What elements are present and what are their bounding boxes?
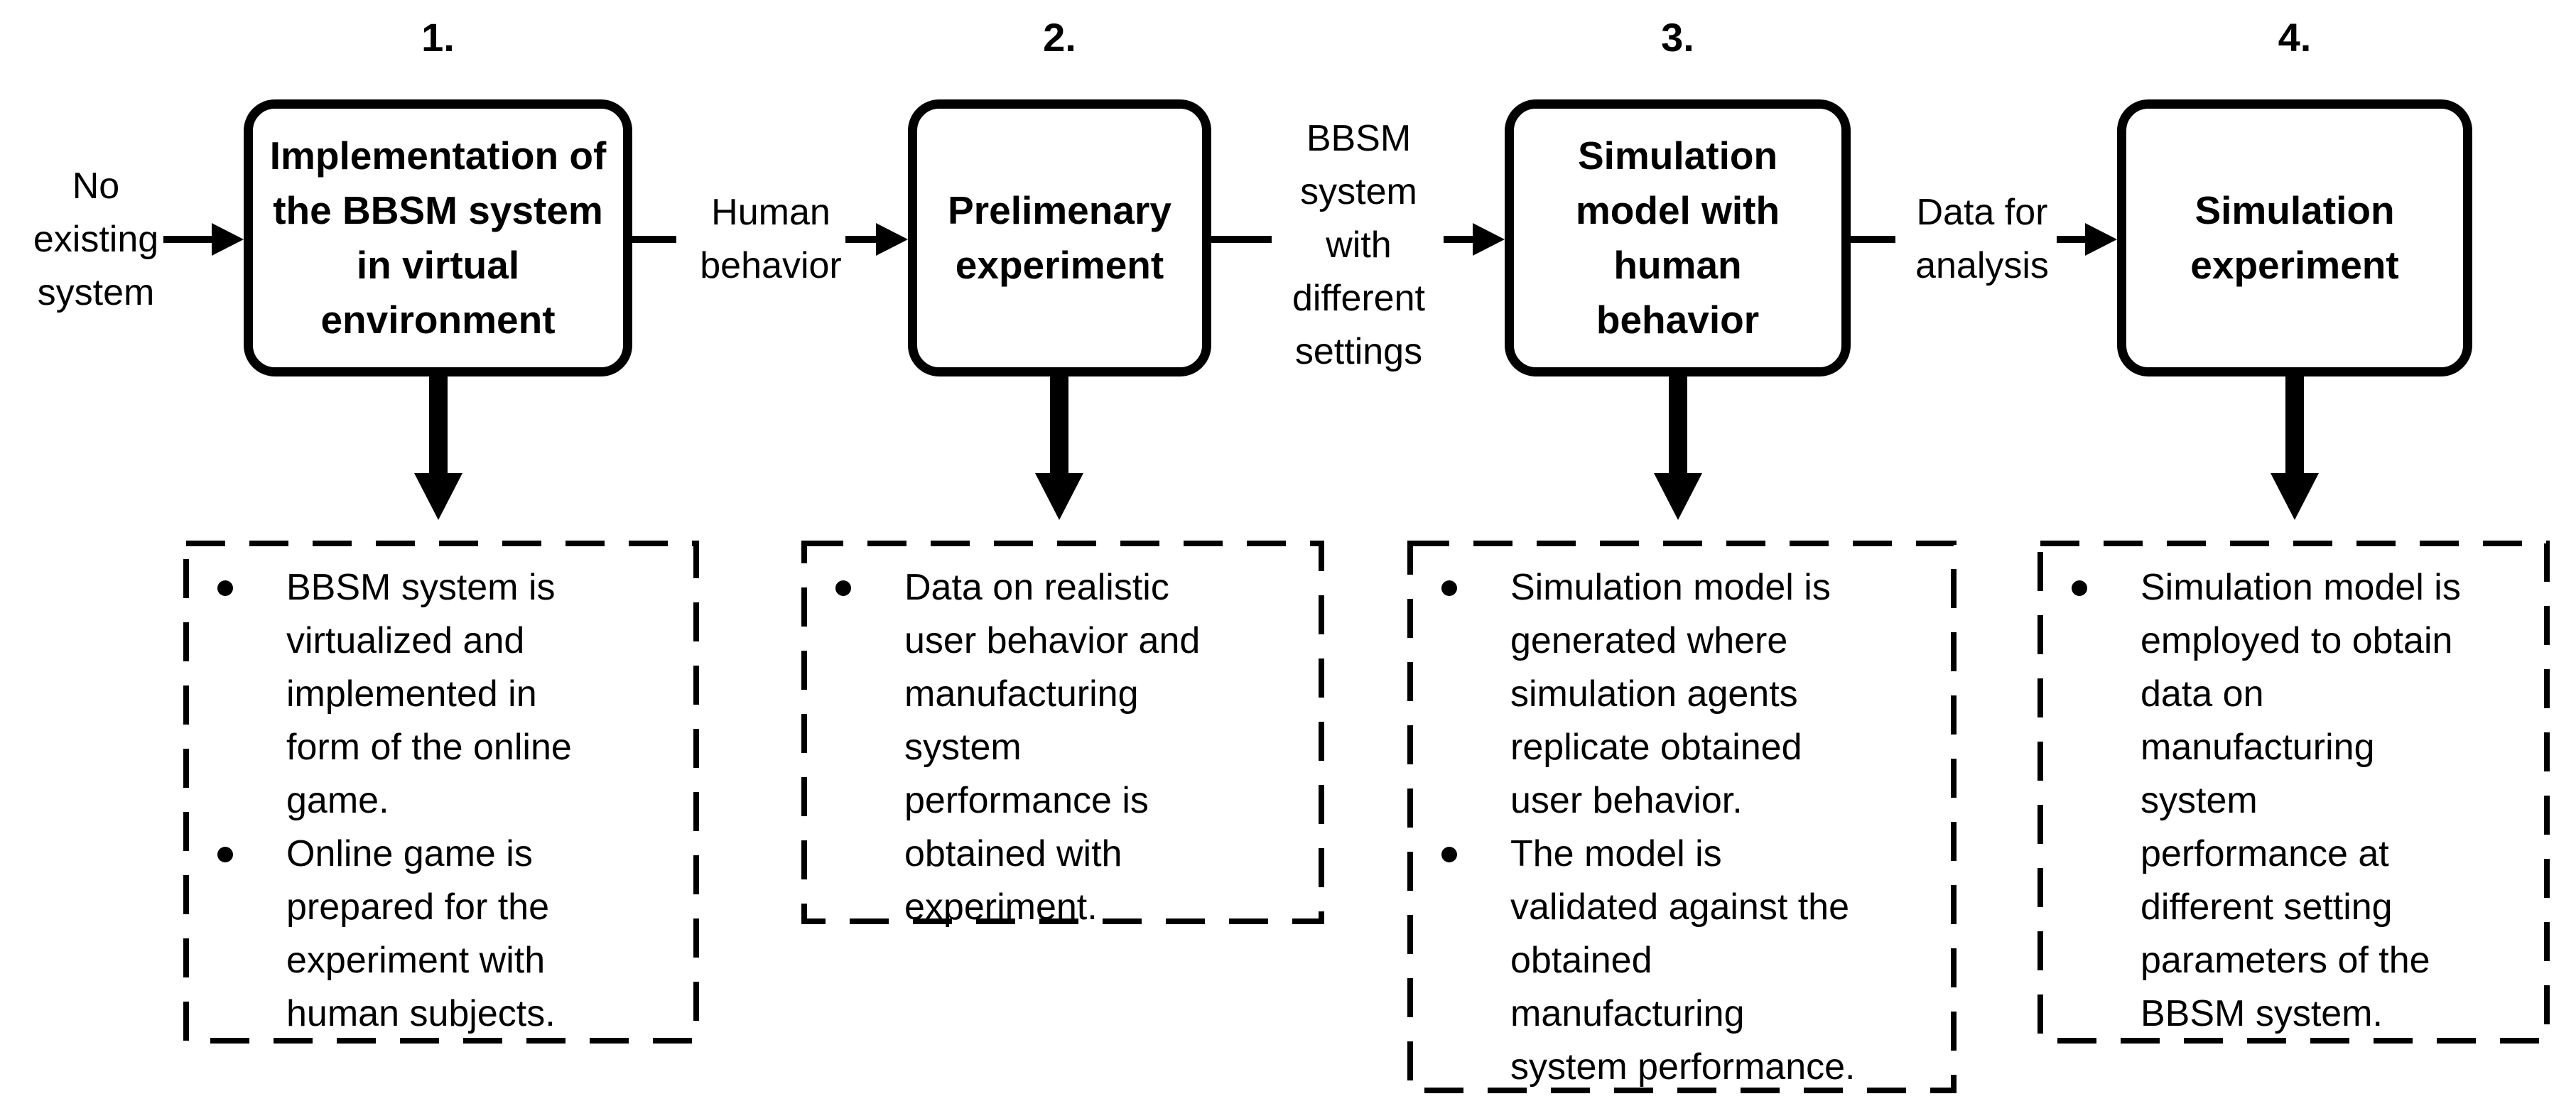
down-arrow-stage-3 (1654, 372, 1702, 520)
arrow-down-icon (414, 473, 462, 520)
arrow-right-icon (2085, 223, 2117, 256)
list-item: Simulation model is generated where simu… (1432, 561, 1936, 828)
stage-number-2: 2. (1043, 15, 1076, 60)
notes-box-outline-1 (183, 541, 699, 1044)
stage-title-3: Simulation model with human behavior (1575, 134, 1780, 342)
notes-list-1: BBSM system is virtualized and implement… (207, 561, 676, 1041)
edge-label-human-behavior: Human behavior (700, 192, 842, 286)
note-text: Data on realistic user behavior and manu… (904, 567, 1201, 928)
stage-number-4: 4. (2278, 15, 2312, 60)
arrow-down-icon (1654, 473, 1702, 520)
list-item: Data on realistic user behavior and manu… (826, 561, 1301, 934)
note-text: Online game is prepared for the experime… (286, 833, 556, 1034)
down-arrow-stage-4 (2271, 372, 2319, 520)
connector-into-stage-1 (163, 223, 244, 256)
bullet-icon (835, 580, 851, 596)
list-item: BBSM system is virtualized and implement… (207, 561, 676, 828)
arrow-down-icon (1035, 473, 1083, 520)
stage-title-4: Simulation experiment (2190, 188, 2399, 287)
stage-title-1: Implementation of the BBSM system in vir… (269, 134, 607, 342)
bullet-icon (1441, 580, 1457, 596)
bullet-icon (2072, 580, 2087, 596)
notes-list-4: Simulation model is employed to obtain d… (2062, 561, 2531, 1041)
stage-box-3: Simulation model with human behavior (1505, 99, 1851, 376)
notes-box-outline-2 (801, 541, 1324, 924)
down-arrow-stage-2 (1035, 372, 1083, 520)
arrow-right-icon (876, 223, 908, 256)
edge-label-no-existing-system: No existing system (33, 166, 159, 313)
arrow-right-icon (1473, 223, 1505, 256)
list-item: The model is validated against the obtai… (1432, 828, 1936, 1094)
note-text: Simulation model is employed to obtain d… (2141, 567, 2461, 1034)
connector-stage-2-to-3 (1211, 223, 1505, 256)
bullet-icon (217, 847, 233, 862)
edge-label-bbsm-system-with-different-settings: BBSM system with different settings (1292, 118, 1425, 372)
edge-label-data-for-analysis: Data for analysis (1915, 192, 2049, 286)
notes-list-2: Data on realistic user behavior and manu… (826, 561, 1301, 934)
notes-box-outline-4 (2037, 541, 2550, 1044)
note-text: Simulation model is generated where simu… (1510, 567, 1831, 821)
note-text: BBSM system is virtualized and implement… (286, 567, 572, 821)
stage-box-2: Prelimenary experiment (908, 99, 1211, 376)
bullet-icon (1441, 847, 1457, 862)
stage-title-2: Prelimenary experiment (948, 188, 1171, 287)
notes-list-3: Simulation model is generated where simu… (1432, 561, 1936, 1094)
stage-box-1: Implementation of the BBSM system in vir… (244, 99, 632, 376)
list-item: Simulation model is employed to obtain d… (2062, 561, 2531, 1041)
note-text: The model is validated against the obtai… (1510, 833, 1856, 1088)
down-arrow-stage-1 (414, 372, 462, 520)
stage-box-4: Simulation experiment (2117, 99, 2472, 376)
stage-number-1: 1. (421, 15, 455, 60)
arrow-down-icon (2271, 473, 2319, 520)
connector-stage-3-to-4 (1851, 223, 2117, 256)
list-item: Online game is prepared for the experime… (207, 828, 676, 1041)
arrow-right-icon (212, 223, 244, 256)
connector-stage-1-to-2 (632, 223, 908, 256)
stage-number-3: 3. (1661, 15, 1694, 60)
notes-box-outline-3 (1407, 541, 1957, 1093)
bullet-icon (217, 580, 233, 596)
